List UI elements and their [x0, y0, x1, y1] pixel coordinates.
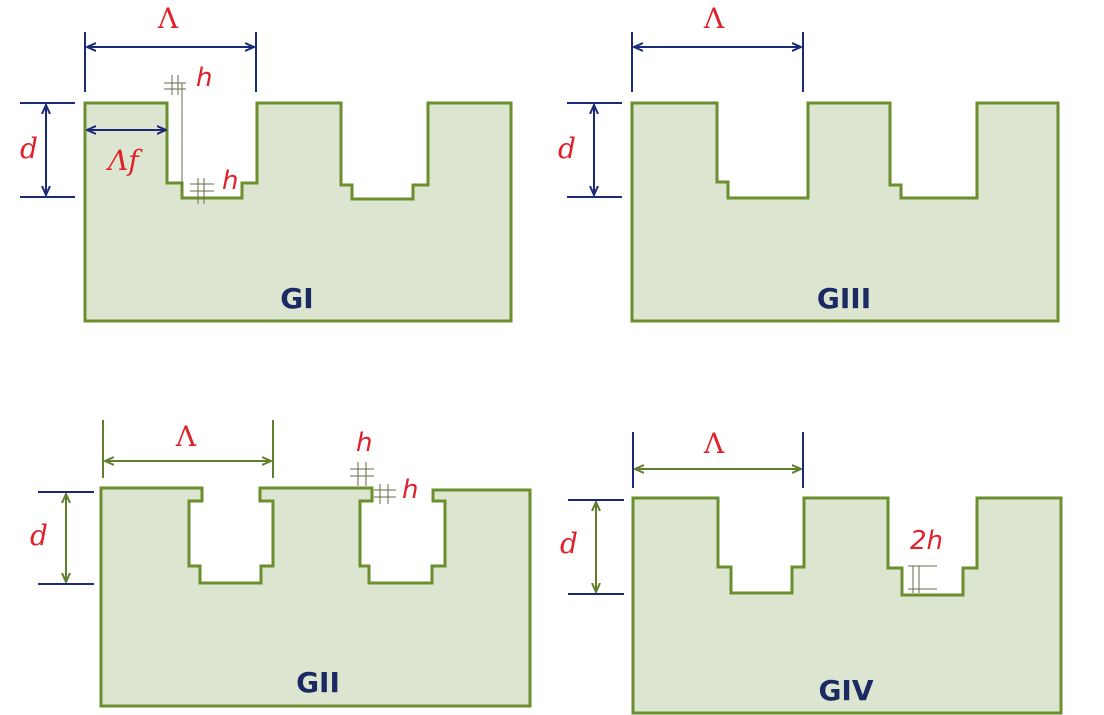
gi-step-top-label: h [196, 63, 212, 93]
giv-step-label: 2h [910, 526, 943, 556]
giv-step-tick [908, 565, 937, 593]
gi-fill-label: Λf [105, 144, 143, 177]
giv-period-label: Λ [703, 427, 725, 460]
giv-name: GIV [818, 674, 873, 707]
gi-step-top-tick [164, 75, 186, 185]
giii-depth-label: d [558, 132, 576, 165]
panel-gii: Λ d h h GII [30, 420, 532, 708]
gi-depth-label: d [20, 132, 38, 165]
gi-step-bottom-tick [190, 178, 214, 204]
giv-grating-profile [631, 496, 1063, 715]
panel-giii: Λ d GIII [558, 2, 1060, 323]
gi-step-bottom-label: h [222, 166, 238, 196]
gii-step-top-tick [350, 462, 374, 486]
gii-name: GII [296, 666, 340, 699]
gii-step-side-tick [374, 484, 396, 504]
panel-gi: Λ d Λf h h GI [20, 2, 513, 323]
giii-grating-profile [630, 101, 1060, 323]
giv-depth-label: d [560, 527, 578, 560]
gi-period-label: Λ [157, 2, 179, 35]
gii-grating-profile [99, 486, 532, 708]
gii-step-side-label: h [402, 475, 418, 505]
gi-grating-profile [83, 101, 513, 323]
giii-name: GIII [817, 282, 871, 315]
gii-period-label: Λ [175, 420, 197, 453]
gi-name: GI [280, 282, 313, 315]
gii-depth-label: d [30, 519, 48, 552]
panel-giv: Λ d 2h GIV [560, 427, 1063, 715]
giii-period-label: Λ [703, 2, 725, 35]
gii-step-top-label: h [356, 428, 372, 458]
